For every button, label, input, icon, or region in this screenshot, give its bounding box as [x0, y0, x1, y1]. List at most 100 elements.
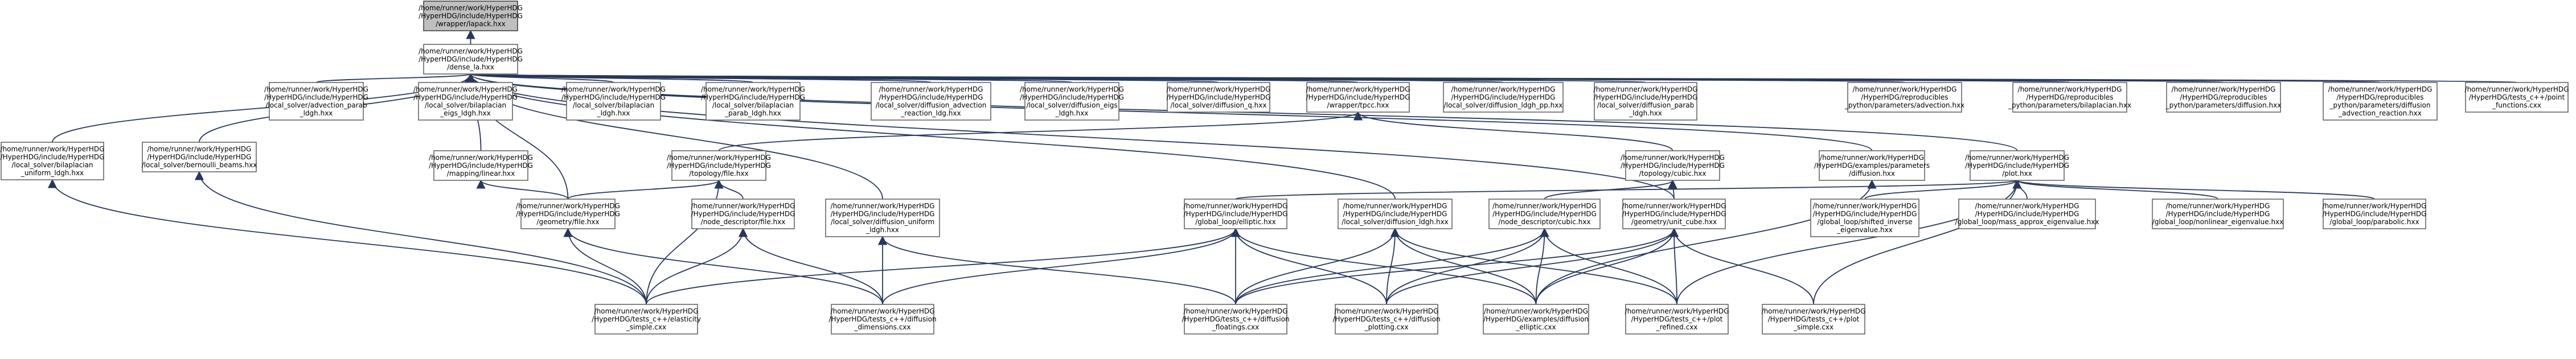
file-node-t-floatings[interactable]: /home/runner/work/HyperHDG/HyperHDG/test…: [1182, 304, 1290, 335]
file-node-label-line: /home/runner/work/HyperHDG: [2166, 202, 2270, 210]
file-node-label-line: /geometry/unit_cube.hxx: [1631, 218, 1717, 226]
file-node-label-line: /home/runner/work/HyperHDG: [1020, 85, 1124, 93]
file-node-bil-uniform[interactable]: /home/runner/work/HyperHDG/HyperHDG/incl…: [1, 142, 105, 180]
file-node-py-diff[interactable]: /home/runner/work/HyperHDG/HyperHDG/repr…: [2165, 82, 2282, 113]
edge-bil-uniform-to-dense: [52, 73, 475, 143]
file-node-box: [1338, 199, 1453, 229]
file-node-label-line: /HyperHDG/include/HyperHDG: [1492, 210, 1597, 218]
file-node-mapping[interactable]: /home/runner/work/HyperHDG/HyperHDG/incl…: [429, 150, 533, 181]
file-node-label-line: /HyperHDG/include/HyperHDG: [879, 93, 983, 101]
file-node-node-file[interactable]: /home/runner/work/HyperHDG/HyperHDG/incl…: [691, 199, 795, 229]
file-node-label-line: /home/runner/work/HyperHDG: [2323, 202, 2427, 210]
edge-unit-cube-to-dense: [466, 73, 1675, 200]
file-node-topo-cubic[interactable]: /home/runner/work/HyperHDG/HyperHDG/incl…: [1621, 150, 1725, 181]
file-node-gl-elliptic[interactable]: /home/runner/work/HyperHDG/HyperHDG/incl…: [1184, 199, 1288, 229]
file-node-box: [705, 82, 801, 121]
file-node-t-dimensions[interactable]: /home/runner/work/HyperHDG/HyperHDG/test…: [828, 304, 937, 335]
file-node-label-line: /home/runner/work/HyperHDG: [2465, 85, 2569, 93]
file-node-py-adv[interactable]: /home/runner/work/HyperHDG/HyperHDG/repr…: [1844, 82, 1964, 113]
file-node-diff-parab[interactable]: /home/runner/work/HyperHDG/HyperHDG/incl…: [1594, 82, 1698, 121]
file-node-label-line: _refined.cxx: [1656, 323, 1698, 331]
file-node-mass-approx[interactable]: /home/runner/work/HyperHDG/HyperHDG/incl…: [1955, 199, 2099, 229]
file-node-label-line: _floatings.cxx: [1212, 323, 1259, 331]
file-node-diff-eigs[interactable]: /home/runner/work/HyperHDG/HyperHDG/incl…: [1020, 82, 1124, 121]
file-node-root[interactable]: /home/runner/work/HyperHDG/HyperHDG/incl…: [419, 1, 523, 31]
file-node-box: [1443, 82, 1564, 113]
file-node-diff-pp[interactable]: /home/runner/work/HyperHDG/HyperHDG/incl…: [1443, 82, 1564, 113]
file-node-label-line: _ldgh.hxx: [300, 109, 333, 117]
file-node-box: [1847, 82, 1962, 113]
file-node-label-line: /local_solver/diffusion_ldgh.hxx: [1342, 218, 1449, 226]
file-node-unit-cube[interactable]: /home/runner/work/HyperHDG/HyperHDG/incl…: [1622, 199, 1726, 229]
file-node-box: [1488, 199, 1601, 229]
edge-t-refined-to-unit-cube: [1669, 228, 1679, 305]
file-node-label-line: /home/runner/work/HyperHDG: [1184, 202, 1288, 210]
file-node-box: [418, 82, 513, 121]
file-node-box: [520, 199, 616, 229]
file-node-box: [825, 199, 940, 237]
file-node-shifted[interactable]: /home/runner/work/HyperHDG/HyperHDG/incl…: [1810, 199, 1919, 237]
file-node-diff-adv[interactable]: /home/runner/work/HyperHDG/HyperHDG/incl…: [871, 82, 991, 121]
file-node-label-line: /home/runner/work/HyperHDG: [419, 47, 523, 55]
file-node-label-line: /HyperHDG/include/HyperHDG: [1594, 93, 1698, 101]
file-node-bil-parab[interactable]: /home/runner/work/HyperHDG/HyperHDG/incl…: [701, 82, 805, 121]
file-node-label-line: /dense_la.hxx: [447, 63, 494, 71]
file-node-nonlinear[interactable]: /home/runner/work/HyperHDG/HyperHDG/incl…: [2152, 199, 2284, 229]
file-node-adv[interactable]: /home/runner/work/HyperHDG/HyperHDG/incl…: [264, 82, 368, 121]
file-node-label-line: /HyperHDG/include/HyperHDG: [1306, 93, 1410, 101]
file-node-label-line: _functions.cxx: [2492, 101, 2541, 109]
file-node-node-cubic[interactable]: /home/runner/work/HyperHDG/HyperHDG/incl…: [1488, 199, 1601, 229]
file-node-label-line: _python/parameters/advection.hxx: [1844, 101, 1964, 109]
file-node-label-line: /global_loop/parabolic.hxx: [2329, 218, 2419, 226]
file-node-topo-file[interactable]: /home/runner/work/HyperHDG/HyperHDG/incl…: [667, 150, 771, 181]
file-node-bil-ldgh[interactable]: /home/runner/work/HyperHDG/HyperHDG/incl…: [561, 82, 666, 121]
file-node-t-refined[interactable]: /home/runner/work/HyperHDG/HyperHDG/test…: [1625, 304, 1729, 335]
file-node-label-line: _eigs_ldgh.hxx: [440, 109, 490, 117]
file-node-label-line: /home/runner/work/HyperHDG: [1820, 154, 1924, 162]
file-node-t-plot-simple[interactable]: /home/runner/work/HyperHDG/HyperHDG/test…: [1762, 304, 1866, 335]
file-node-t-plotting[interactable]: /home/runner/work/HyperHDG/HyperHDG/test…: [1332, 304, 1441, 335]
edge-t-refined-to-diff-ldgh: [1390, 228, 1677, 305]
file-node-tests-point[interactable]: /home/runner/work/HyperHDG/HyperHDG/test…: [2465, 82, 2569, 113]
file-node-geom-file[interactable]: /home/runner/work/HyperHDG/HyperHDG/incl…: [516, 199, 620, 229]
file-node-box: [671, 150, 766, 181]
file-node-ex-params[interactable]: /home/runner/work/HyperHDG/HyperHDG/exam…: [1814, 150, 1930, 181]
file-node-plot[interactable]: /home/runner/work/HyperHDG/HyperHDG/incl…: [1965, 150, 2069, 181]
file-node-label-line: /HyperHDG/reproducibles: [1861, 93, 1948, 101]
file-node-label-line: /HyperHDG/examples/parameters: [1814, 162, 1930, 170]
file-node-bernoulli[interactable]: /home/runner/work/HyperHDG/HyperHDG/incl…: [142, 142, 257, 172]
file-node-tpcc[interactable]: /home/runner/work/HyperHDG/HyperHDG/incl…: [1306, 82, 1410, 113]
file-node-label-line: /HyperHDG/examples/diffusion: [1483, 315, 1589, 323]
file-node-label-line: /home/runner/work/HyperHDG: [879, 85, 983, 93]
edge-nonlinear-to-plot: [2012, 179, 2218, 200]
file-node-label-line: /HyperHDG/include/HyperHDG: [1622, 210, 1726, 218]
file-node-label-line: _parab_ldgh.hxx: [724, 109, 781, 117]
file-node-label-line: /HyperHDG/include/HyperHDG: [701, 93, 805, 101]
file-node-box: [2012, 82, 2127, 113]
file-node-parabolic[interactable]: /home/runner/work/HyperHDG/HyperHDG/incl…: [2323, 199, 2427, 229]
file-node-label-line: /home/runner/work/HyperHDG: [1167, 85, 1271, 93]
file-node-diff-uniform[interactable]: /home/runner/work/HyperHDG/HyperHDG/incl…: [825, 199, 940, 237]
file-node-label-line: _eigenvalue.hxx: [1836, 226, 1893, 234]
file-node-py-dar[interactable]: /home/runner/work/HyperHDG/HyperHDG/repr…: [2323, 82, 2438, 121]
file-node-label-line: /home/runner/work/HyperHDG: [2172, 85, 2276, 93]
file-node-label-line: /HyperHDG/include/HyperHDG: [1, 153, 105, 161]
file-node-ex-elliptic[interactable]: /home/runner/work/HyperHDG/HyperHDG/exam…: [1483, 304, 1589, 335]
edge-unit-cube-to-topo-cubic: [1668, 179, 1677, 200]
edge-t-floatings-to-diff-ldgh: [1235, 228, 1400, 305]
file-node-label-line: /HyperHDG/include/HyperHDG: [516, 210, 620, 218]
file-node-label-line: /HyperHDG/include/HyperHDG: [1975, 210, 2079, 218]
edge-ex-elliptic-to-unit-cube: [1535, 228, 1679, 305]
file-node-label-line: /HyperHDG/reproducibles: [2026, 93, 2113, 101]
edge-t-dimensions-to-geom-file: [563, 228, 883, 305]
file-node-diff-ldgh[interactable]: /home/runner/work/HyperHDG/HyperHDG/incl…: [1338, 199, 1453, 229]
file-node-t-elasticity[interactable]: /home/runner/work/HyperHDG/HyperHDG/test…: [592, 304, 701, 335]
edge-t-floatings-to-diff-uniform: [878, 236, 1236, 305]
file-node-py-bil[interactable]: /home/runner/work/HyperHDG/HyperHDG/repr…: [2008, 82, 2131, 113]
file-node-label-line: _uniform_ldgh.hxx: [20, 169, 84, 177]
file-node-diff-q[interactable]: /home/runner/work/HyperHDG/HyperHDG/incl…: [1167, 82, 1271, 113]
file-node-label-line: /HyperHDG/include/HyperHDG: [264, 93, 368, 101]
file-node-dense[interactable]: /home/runner/work/HyperHDG/HyperHDG/incl…: [419, 44, 523, 75]
file-node-box: [594, 304, 698, 335]
file-node-bil-eigs[interactable]: /home/runner/work/HyperHDG/HyperHDG/incl…: [413, 82, 518, 121]
